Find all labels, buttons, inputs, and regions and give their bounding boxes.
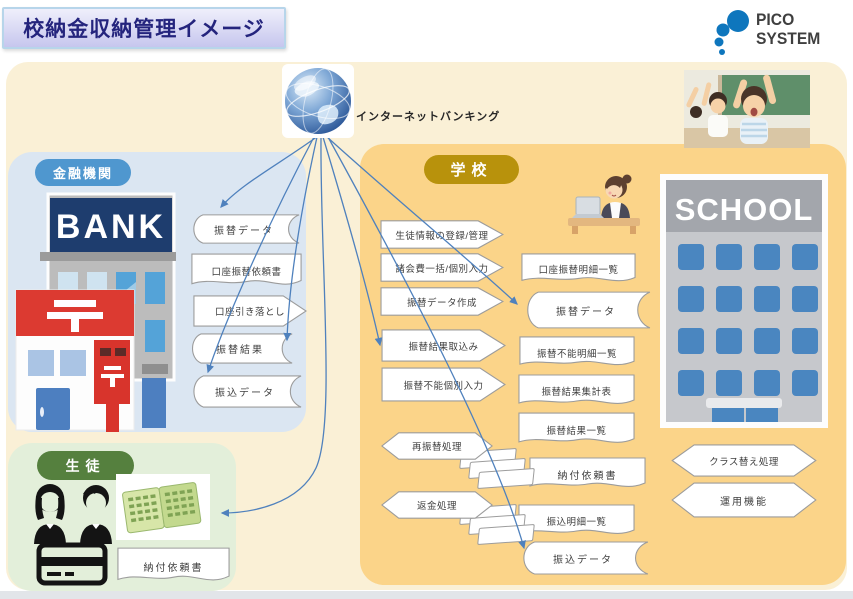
student-doc-payment-request: 納付依頼書 — [117, 547, 230, 585]
school-process-fee-input: 諸会費一括/個別入力 — [380, 253, 504, 282]
school-doc-transfer-detail-list: 口座振替明細一覧 — [521, 253, 636, 285]
document-shape — [529, 457, 646, 491]
school-sign: SCHOOL — [675, 192, 814, 227]
teacher-at-laptop-illustration — [568, 174, 640, 234]
pico-system-logo: PICO SYSTEM — [700, 4, 850, 60]
school-batch-refund: 返金処理 — [381, 491, 493, 519]
postal-mark-icon — [47, 300, 103, 332]
bank-node-account-debit: 口座引き落とし — [193, 295, 307, 327]
document-shape — [521, 253, 636, 285]
stored-data-shape — [517, 541, 649, 575]
bank-node-transfer-result: 振替結果 — [187, 333, 293, 364]
school-building-illustration: SCHOOL — [660, 174, 828, 428]
document-shape — [518, 374, 635, 408]
bank-and-post-office-illustration: BANK — [15, 192, 176, 432]
postbox-icon — [94, 340, 130, 432]
logo-text: PICO SYSTEM — [756, 10, 821, 48]
internet-banking-label: インターネットバンキング — [356, 111, 501, 123]
bank-sign: BANK — [56, 208, 166, 246]
bankbook-illustration — [116, 474, 210, 540]
stored-data-shape — [521, 291, 651, 329]
children-classroom-photo — [684, 70, 810, 148]
school-doc-result-summary: 振替結果集計表 — [518, 374, 635, 408]
slide-bottom-edge — [0, 591, 853, 599]
school-section-label: 学校 — [424, 155, 519, 184]
school-op-operation-functions: 運用機能 — [671, 482, 817, 518]
school-process-create-transfer-data: 振替データ作成 — [380, 287, 504, 316]
document-shape — [518, 412, 635, 447]
bank-node-transfer-data: 振替データ — [188, 214, 300, 244]
document-shape — [117, 547, 230, 585]
student-silhouettes-icon — [34, 484, 112, 544]
hexagon-shape — [671, 444, 817, 477]
internet-globe-icon — [282, 64, 354, 138]
school-doc-payment-data: 振込データ — [517, 541, 649, 575]
school-process-import-results: 振替結果取込み — [381, 329, 506, 362]
school-doc-transfer-data: 振替データ — [521, 291, 651, 329]
cash-card-icon — [36, 542, 108, 586]
bank-node-payment-data: 振込データ — [188, 375, 302, 408]
school-doc-failed-detail-list: 振替不能明細一覧 — [519, 336, 635, 369]
school-process-student-info: 生徒情報の登録/管理 — [380, 220, 504, 249]
document-shape — [519, 336, 635, 369]
bank-node-transfer-request-form: 口座振替依頼書 — [191, 253, 302, 289]
school-batch-retransfer: 再振替処理 — [381, 432, 493, 460]
hexagon-shape — [671, 482, 817, 518]
school-process-failed-transfer-input: 振替不能個別入力 — [381, 367, 506, 402]
school-doc-payment-request: 納付依頼書 — [529, 457, 646, 491]
school-op-class-change: クラス替え処理 — [671, 444, 817, 477]
bank-section-label: 金融機関 — [35, 159, 131, 186]
logo-bubbles-icon — [714, 10, 749, 55]
page-title: 校納金収納管理イメージ — [2, 7, 286, 49]
school-doc-result-list: 振替結果一覧 — [518, 412, 635, 447]
